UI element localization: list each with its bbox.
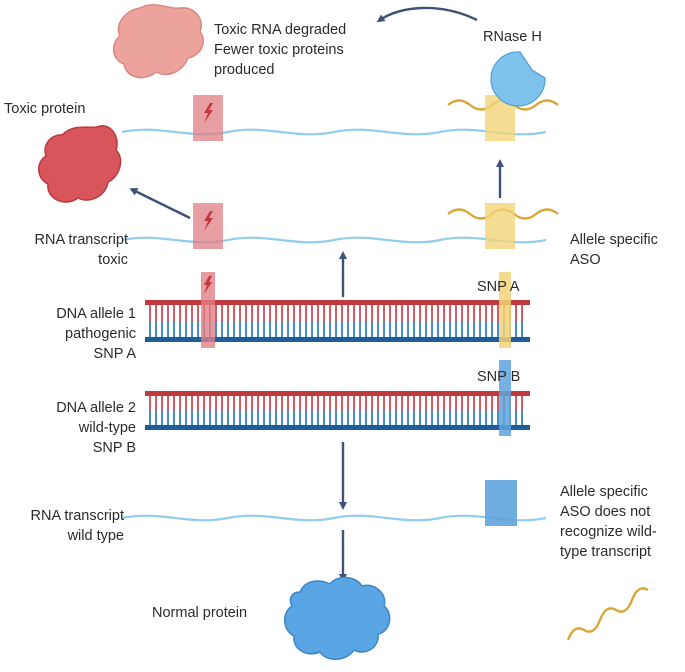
- dna2-label-line2: wild-type: [78, 420, 136, 436]
- dna-allele-2: [145, 391, 530, 430]
- dna1-label-line3: SNP A: [94, 346, 137, 362]
- aso-binding-highlight-toxic: [485, 203, 515, 249]
- rna-strand-toxic: [121, 236, 547, 244]
- toxic-result-text-line2: Fewer toxic proteins: [214, 42, 344, 58]
- normal-protein-icon: [284, 576, 391, 660]
- rnase-h-icon: [490, 51, 546, 107]
- arrow-rna-to-toxic-protein: [129, 188, 191, 220]
- arrow-rnase-h-degradation: [376, 6, 478, 23]
- snp-b-highlight-rna: [485, 480, 517, 526]
- dna2-label-line3: SNP B: [93, 440, 136, 456]
- snp-a-highlight-dna: [499, 272, 511, 348]
- lightning-icon: [204, 103, 213, 123]
- lightning-icon: [204, 211, 213, 231]
- aso-label-line2: ASO: [570, 252, 601, 268]
- dna-backbone-top: [145, 391, 530, 396]
- dna1-label-line2: pathogenic: [65, 326, 136, 342]
- no-recog-label-line2: ASO does not: [560, 504, 650, 520]
- dna-backbone-top: [145, 300, 530, 305]
- no-recog-label-line3: recognize wild-: [560, 524, 657, 540]
- lightning-icon: [204, 276, 212, 294]
- toxic-protein-icon: [38, 125, 122, 203]
- snp-a-label: SNP A: [477, 279, 520, 295]
- snp-b-label: SNP B: [477, 369, 520, 385]
- rna-wt-label-line2: wild type: [67, 528, 124, 544]
- toxic-result-text-line1: Toxic RNA degraded: [214, 22, 346, 38]
- snp-a-marker-degraded: [193, 95, 223, 141]
- dna1-label-line1: DNA allele 1: [56, 306, 136, 322]
- toxic-protein-label: Toxic protein: [4, 101, 85, 117]
- rna-toxic-label-line2: toxic: [98, 252, 128, 268]
- toxic-result-text-line3: produced: [214, 62, 274, 78]
- rna-strand-wild-type: [121, 514, 547, 522]
- snp-a-marker-toxic: [193, 203, 223, 249]
- snp-b-highlight-dna: [499, 360, 511, 436]
- no-recog-label-line4: type transcript: [560, 544, 651, 560]
- dna2-label-line1: DNA allele 2: [56, 400, 136, 416]
- rna-wt-label-line1: RNA transcript: [31, 508, 124, 524]
- rna-toxic-label-line1: RNA transcript: [35, 232, 128, 248]
- dna-backbone-bottom: [145, 425, 530, 430]
- no-recog-label-line1: Allele specific: [560, 484, 648, 500]
- normal-protein-label: Normal protein: [152, 605, 247, 621]
- degraded-protein-icon: [112, 4, 204, 79]
- dna-backbone-bottom: [145, 337, 530, 342]
- aso-strand-free: [566, 587, 649, 641]
- snp-a-marker-dna: [201, 272, 215, 348]
- rnase-h-label: RNase H: [483, 29, 542, 45]
- rna-strand-degraded: [121, 128, 547, 136]
- aso-label-line1: Allele specific: [570, 232, 658, 248]
